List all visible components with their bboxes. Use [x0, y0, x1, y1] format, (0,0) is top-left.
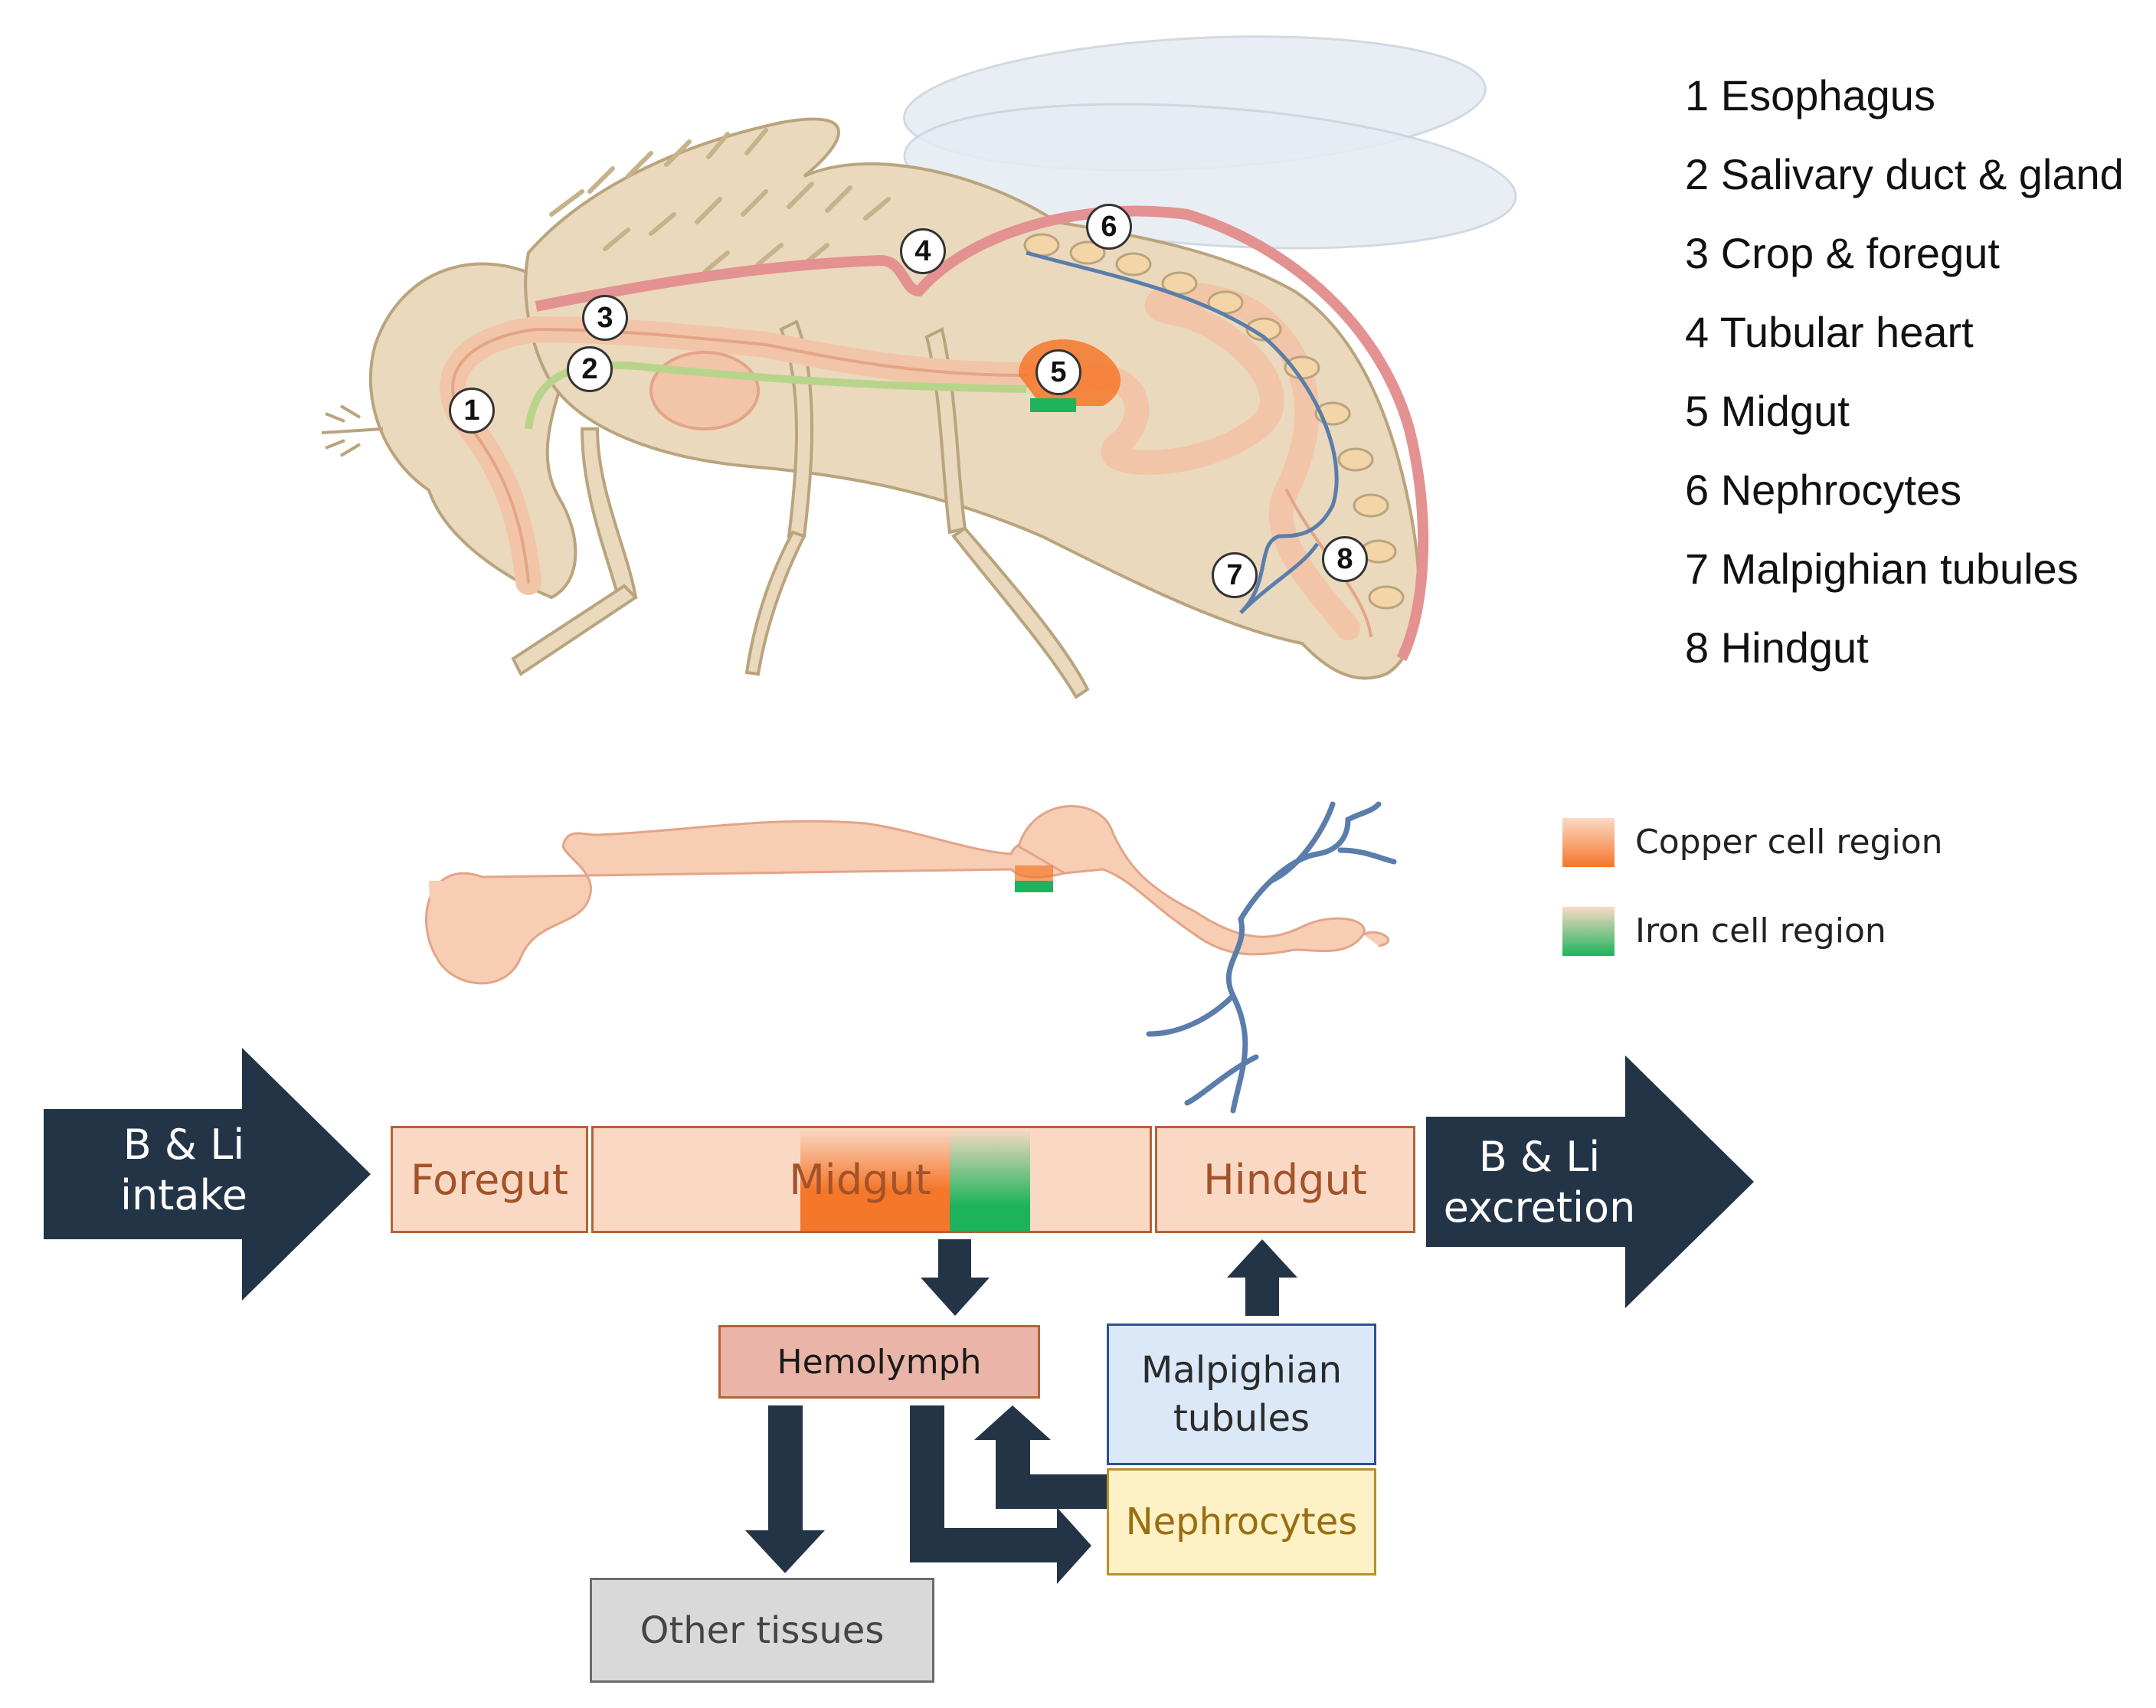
intake-arrow	[44, 1048, 371, 1301]
legend-item-4: 4 Tubular heart	[1685, 308, 1974, 356]
marker-8: 8	[1322, 536, 1368, 582]
iron-swatch	[1562, 907, 1615, 956]
hindgut-box: Hindgut	[1155, 1126, 1415, 1233]
malpighian-to-hindgut-arrow	[1227, 1239, 1297, 1316]
legend-item-1: 1 Esophagus	[1685, 71, 1935, 119]
legend-item-2: 2 Salivary duct & gland	[1685, 150, 2124, 198]
fly-midgut-iron	[1030, 398, 1076, 412]
marker-1: 1	[449, 388, 495, 434]
fly-malpighian-tubules	[1026, 250, 1339, 614]
marker-2: 2	[567, 346, 613, 392]
midgut-label: Midgut	[789, 1155, 931, 1204]
copper-swatch	[1562, 818, 1615, 867]
nephrocytes-box: Nephrocytes	[1107, 1468, 1376, 1575]
antenna	[321, 404, 384, 457]
marker-4: 4	[900, 228, 946, 274]
copper-cell-label: Copper cell region	[1635, 823, 1943, 862]
marker-3: 3	[582, 295, 628, 341]
fly-salivary-duct	[525, 361, 1027, 430]
thorax-bristles	[549, 128, 891, 274]
hemolymph-box: Hemolymph	[718, 1325, 1040, 1399]
legend-item-7: 7 Malpighian tubules	[1685, 545, 2079, 593]
marker-6: 6	[1086, 204, 1132, 250]
nephrocytes-to-hemolymph-arrow	[974, 1405, 1107, 1509]
legend-item-6: 6 Nephrocytes	[1685, 466, 1962, 514]
fly-body	[524, 117, 1421, 680]
hemolymph-to-other-arrow	[745, 1405, 825, 1573]
hemolymph-to-nephrocytes-arrow	[910, 1405, 1091, 1584]
legend-item-5: 5 Midgut	[1685, 387, 1850, 435]
midgut-box: Midgut	[591, 1126, 1152, 1233]
other-tissues-box: Other tissues	[590, 1578, 934, 1683]
midgut-copper-region	[800, 1128, 950, 1231]
gut-schematic	[425, 805, 1390, 985]
marker-5: 5	[1035, 349, 1081, 395]
midgut-iron-region	[950, 1128, 1030, 1231]
midgut-to-hemolymph-arrow	[921, 1239, 990, 1316]
legend-item-8: 8 Hindgut	[1685, 623, 1869, 672]
excretion-arrow	[1426, 1055, 1754, 1308]
fly-tubular-heart	[535, 205, 1429, 662]
schematic-malpighian-tubules	[1146, 801, 1397, 1114]
marker-7: 7	[1212, 552, 1258, 598]
fly-wings	[902, 35, 1517, 250]
iron-cell-label: Iron cell region	[1635, 911, 1886, 951]
foregut-box: Foregut	[391, 1126, 588, 1233]
legend-item-3: 3 Crop & foregut	[1685, 229, 2000, 277]
